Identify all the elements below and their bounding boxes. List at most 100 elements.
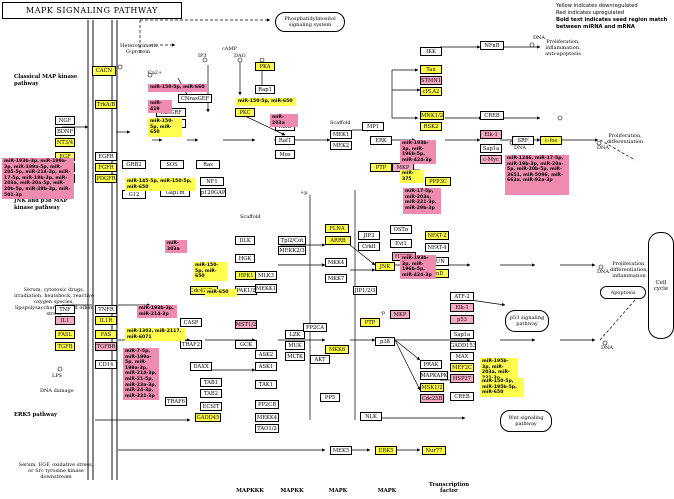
- gene-node-gadd153[interactable]: GADD153: [450, 341, 476, 350]
- gene-node-traf2[interactable]: TRAF2: [180, 340, 202, 349]
- gene-node-stmn1[interactable]: STMN1: [420, 76, 442, 85]
- gene-node-nfkb[interactable]: NFκB: [480, 41, 504, 50]
- gene-node-raf1[interactable]: Raf1: [275, 136, 295, 145]
- p53-pathway-link[interactable]: p53 signaling pathway: [505, 310, 549, 332]
- gene-node-gck[interactable]: GCK: [235, 340, 257, 349]
- gene-node-sap1a2[interactable]: Sap1a: [450, 330, 474, 339]
- gene-node-osta[interactable]: OSTα: [390, 225, 412, 234]
- gene-node-crkii[interactable]: CrkII: [358, 242, 380, 251]
- gene-node-grb2[interactable]: GRB2: [122, 160, 146, 169]
- gene-node-tnfr[interactable]: TNFR: [95, 305, 117, 314]
- gene-node-cnrasgef[interactable]: CNrasGEF: [178, 94, 212, 103]
- gene-node-nfat4[interactable]: NFAT-4: [425, 243, 449, 252]
- gene-node-mlk3[interactable]: MLK3: [255, 271, 277, 280]
- gene-node-ecsit[interactable]: ECSIT: [200, 402, 222, 411]
- gene-node-fasl[interactable]: FASL: [55, 330, 75, 339]
- gene-node-pp2ca[interactable]: PP2CA: [303, 323, 327, 332]
- gene-node-mst12[interactable]: MST1/2: [235, 320, 257, 329]
- gene-node-evi1[interactable]: Evi1: [390, 239, 412, 248]
- gene-node-mkk7[interactable]: MKK7: [325, 274, 347, 283]
- gene-node-jnk[interactable]: JNK: [375, 262, 395, 271]
- gene-node-mekk23[interactable]: MEKK2/3: [278, 246, 306, 255]
- gene-node-cacn[interactable]: CACN: [92, 66, 116, 76]
- gene-node-jip3[interactable]: JIP3: [358, 231, 380, 240]
- gene-node-p53[interactable]: p53: [450, 315, 474, 324]
- gene-node-mapkapk[interactable]: MAPKAPK: [420, 371, 448, 380]
- gene-node-ask1[interactable]: ASK1: [255, 362, 277, 371]
- gene-node-sap1a[interactable]: Sap1a: [480, 144, 502, 153]
- gene-node-msk12[interactable]: MSK1/2: [420, 383, 444, 392]
- gene-node-hsp27[interactable]: HSP27: [450, 374, 474, 383]
- gene-node-mekk4[interactable]: MEKK4: [255, 413, 279, 422]
- gene-node-dlk[interactable]: DLK: [235, 236, 255, 245]
- gene-node-tak1[interactable]: TAK1: [255, 380, 277, 389]
- gene-node-il1r[interactable]: IL1R: [95, 316, 117, 325]
- cell-cycle-link[interactable]: Cell cycle: [648, 232, 674, 339]
- gene-node-nfat2[interactable]: NFAT-2: [425, 231, 449, 240]
- gene-node-tgfbr[interactable]: TGFBR: [95, 342, 117, 351]
- gene-node-mekk1[interactable]: MEKK1: [255, 284, 277, 293]
- gene-node-mek5[interactable]: MEK5: [330, 446, 352, 455]
- gene-node-cmyc[interactable]: c-Myc: [480, 155, 502, 164]
- gene-node-pp2cb[interactable]: PP2CB: [255, 400, 279, 409]
- gene-node-il1[interactable]: IL1: [55, 316, 75, 325]
- gene-node-muk[interactable]: MUK: [285, 341, 305, 350]
- gene-node-fgfr[interactable]: FGFR: [95, 163, 117, 172]
- gene-node-daxx[interactable]: DAXX: [190, 362, 212, 371]
- gene-node-rsk2[interactable]: RSK2: [420, 122, 442, 131]
- gene-node-gadd45[interactable]: GADD45: [195, 413, 221, 422]
- gene-node-flna[interactable]: FLNA: [325, 224, 349, 233]
- gene-node-ask2[interactable]: ASK2: [255, 350, 277, 359]
- gene-node-g12[interactable]: G12: [122, 190, 146, 199]
- gene-node-elk1[interactable]: Elk-1: [480, 130, 502, 139]
- gene-node-p38[interactable]: p38: [375, 337, 395, 346]
- gene-node-egfr[interactable]: EGFR: [95, 152, 117, 161]
- gene-node-cpla2[interactable]: cPLA2: [420, 87, 442, 96]
- gene-node-arrb[interactable]: ARRB: [325, 236, 351, 245]
- gene-node-hgk[interactable]: HGK: [235, 254, 255, 263]
- gene-node-cfos[interactable]: c-fos: [540, 136, 562, 145]
- gene-node-bdnf[interactable]: BDNF: [55, 127, 75, 136]
- gene-node-mkk36[interactable]: MKK6: [325, 345, 349, 354]
- gene-node-tab1[interactable]: TAB1: [200, 378, 222, 387]
- pi-signaling-link[interactable]: Phosphatidylinositol signaling system: [275, 12, 345, 32]
- gene-node-tab2[interactable]: TAB2: [200, 389, 222, 398]
- gene-node-ngf[interactable]: NGF: [55, 116, 75, 125]
- gene-node-rap1[interactable]: Rap1: [255, 85, 275, 94]
- gene-node-p120gap[interactable]: p120GAP: [200, 188, 226, 197]
- gene-node-casp[interactable]: CASP: [180, 318, 202, 327]
- gene-node-mkk47[interactable]: MKK4: [325, 258, 347, 267]
- gene-node-elk12[interactable]: Elk-1: [450, 303, 474, 312]
- gene-node-pkc[interactable]: PKC: [235, 108, 255, 117]
- gene-node-pka[interactable]: PKA: [255, 62, 275, 71]
- gene-node-fas[interactable]: FAS: [95, 330, 117, 339]
- gene-node-ras[interactable]: Ras: [196, 160, 220, 169]
- gene-node-max[interactable]: MAX: [450, 352, 474, 361]
- gene-node-mos[interactable]: Mos: [275, 150, 295, 159]
- gene-node-lzk[interactable]: LZK: [285, 330, 305, 339]
- gene-node-akt[interactable]: AKT: [310, 355, 330, 364]
- gene-node-mkp2[interactable]: MKP: [390, 310, 410, 319]
- gene-node-tao12[interactable]: TAO1/2: [255, 424, 279, 433]
- gene-node-erk5[interactable]: ERK5: [375, 446, 397, 455]
- gene-node-tnf[interactable]: TNF: [55, 305, 75, 314]
- gene-node-ptp[interactable]: PTP: [370, 163, 392, 172]
- gene-node-mek1[interactable]: MEK1: [330, 130, 352, 139]
- gene-node-tgfb[interactable]: TGFB: [55, 342, 75, 351]
- gene-node-mltk[interactable]: MLTK: [285, 352, 305, 361]
- gene-node-mef2c[interactable]: MEF2C: [450, 363, 474, 372]
- gene-node-tau[interactable]: Tau: [420, 65, 442, 74]
- gene-node-cdc25b[interactable]: Cdc25B: [420, 394, 444, 403]
- gene-node-ptp2[interactable]: PTP: [360, 318, 380, 327]
- gene-node-nur77[interactable]: Nur77: [422, 446, 446, 455]
- gene-node-sos[interactable]: SOS: [160, 160, 184, 169]
- gene-node-cd14[interactable]: CD14: [95, 360, 117, 369]
- gene-node-prak[interactable]: PRAK: [420, 360, 442, 369]
- gene-node-trkab[interactable]: TrkA/B: [95, 100, 117, 109]
- gene-node-hpk1[interactable]: HPK1: [235, 271, 257, 280]
- gene-node-nt34[interactable]: NT3/4: [55, 138, 75, 147]
- gene-node-mek2[interactable]: MEK2: [330, 141, 352, 150]
- gene-node-mnk12[interactable]: MNK1/2: [420, 111, 444, 120]
- gene-node-nf1[interactable]: NF1: [200, 177, 224, 186]
- wnt-pathway-link[interactable]: Wnt signaling pathway: [500, 410, 552, 432]
